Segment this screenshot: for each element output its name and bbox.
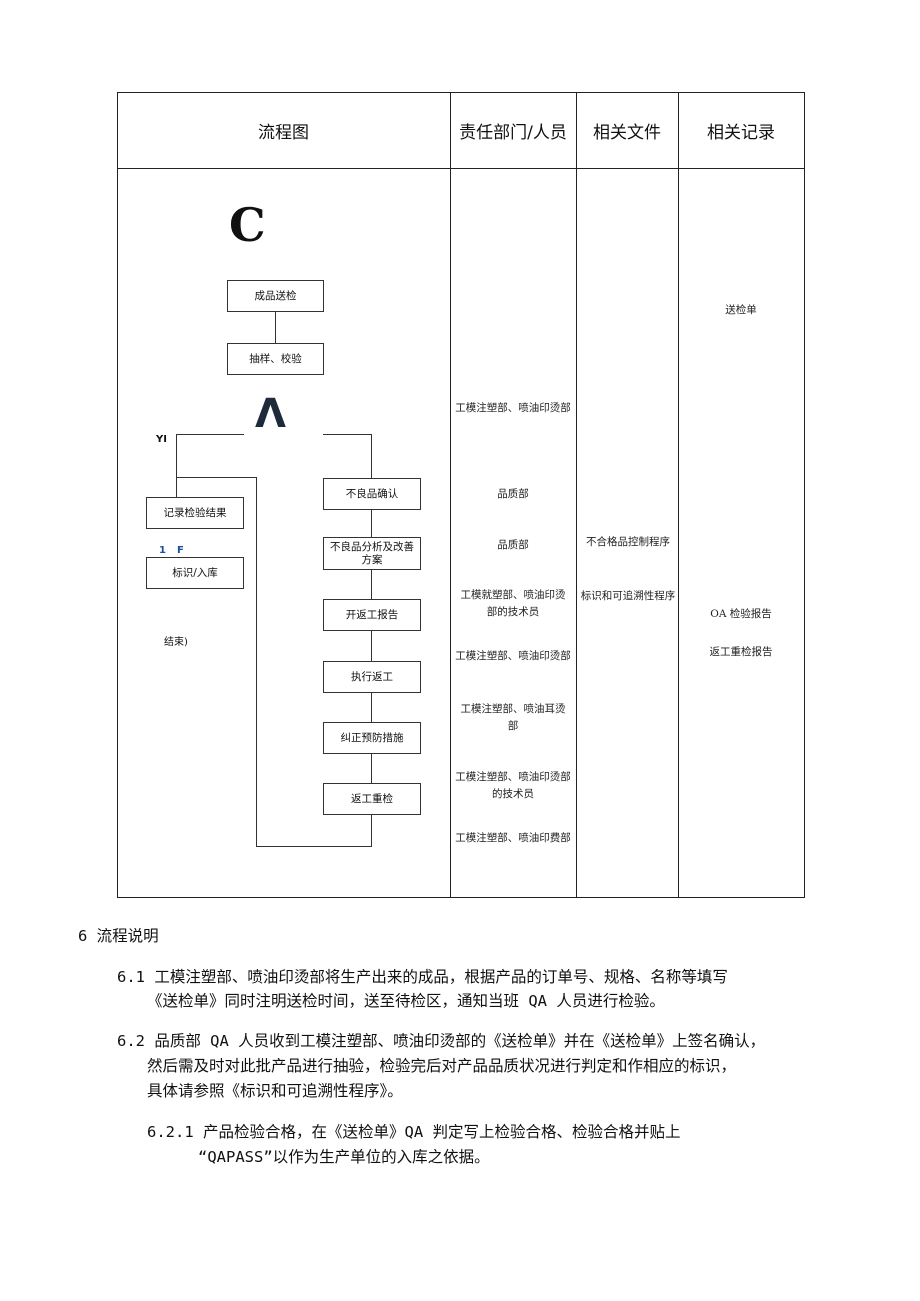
flow-box-rework-report: 开返工报告: [323, 599, 421, 631]
process-table: 流程图 责任部门/人员 相关文件 相关记录 C 成品送检 抽样、校验 Λ YI …: [117, 92, 805, 898]
flow-box-recheck: 返工重检: [323, 783, 421, 815]
paragraph-6-2-line2: 然后需及时对此批产品进行抽验，检验完后对产品品质状况进行判定和作相应的标识，: [147, 1057, 737, 1075]
record-cell: 送检单: [725, 304, 757, 316]
table-border: [117, 92, 805, 898]
flow-connector: [371, 754, 372, 783]
paragraph-6-2-1-line2: “QAPASS”以作为生产单位的入库之依据。: [198, 1148, 490, 1166]
document-cell: 标识和可追溯性程序: [580, 590, 676, 602]
section-title: 6 流程说明: [78, 927, 159, 945]
flow-connector: [176, 434, 244, 435]
record-cell: OA 检验报告: [710, 608, 772, 620]
paragraph-6-2-line1: 6.2 品质部 QA 人员收到工模注塑部、喷油印烫部的《送检单》并在《送检单》上…: [117, 1032, 766, 1050]
flow-box-confirm: 不良品确认: [323, 478, 421, 510]
end-label: 结束): [164, 637, 188, 648]
flow-box-sample: 抽样、校验: [227, 343, 324, 375]
header-divider: [117, 168, 804, 169]
flow-connector: [323, 434, 372, 435]
flow-connector: [256, 846, 372, 847]
flow-box-execute: 执行返工: [323, 661, 421, 693]
start-symbol: C: [229, 198, 266, 252]
flow-box-mark: 标识/入库: [146, 557, 244, 589]
step-label-f: F: [177, 545, 184, 556]
flow-connector: [371, 434, 372, 479]
paragraph-6-1-line1: 6.1 工模注塑部、喷油印烫部将生产出来的成品，根据产品的订单号、规格、名称等填…: [117, 968, 728, 986]
paragraph-6-2-1-line1: 6.2.1 产品检验合格，在《送检单》QA 判定写上检验合格、检验合格并贴上: [147, 1123, 681, 1141]
column-divider: [450, 92, 451, 897]
paragraph-6-2-line3: 具体请参照《标识和可追溯性程序》。: [147, 1082, 403, 1100]
column-divider: [678, 92, 679, 897]
flow-connector: [371, 570, 372, 599]
flow-box-analysis: 不良品分析及改善方案: [323, 537, 421, 570]
header-flowchart: 流程图: [258, 122, 309, 143]
header-department: 责任部门/人员: [459, 122, 567, 143]
flow-connector: [371, 815, 372, 847]
decision-symbol: Λ: [255, 391, 286, 437]
flow-connector: [371, 510, 372, 537]
department-cell: 品质部: [497, 539, 529, 551]
flow-connector: [176, 477, 256, 478]
header-documents: 相关文件: [593, 122, 661, 143]
flow-box-submit: 成品送检: [227, 280, 324, 312]
record-cell: 返工重检报告: [709, 646, 773, 658]
flow-connector: [176, 434, 177, 498]
flow-box-corrective: 纠正预防措施: [323, 722, 421, 754]
flow-connector: [371, 631, 372, 661]
flow-connector: [275, 312, 276, 343]
department-cell: 工模注塑部、喷油印烫部的技术员: [455, 771, 571, 800]
column-divider: [576, 92, 577, 897]
yes-label: YI: [156, 434, 167, 445]
flow-connector: [371, 693, 372, 722]
flow-box-record: 记录检验结果: [146, 497, 244, 529]
step-label-1: 1: [159, 545, 166, 556]
header-records: 相关记录: [707, 122, 775, 143]
department-cell: 工模注塑部、喷油耳烫部: [460, 703, 566, 732]
document-cell: 不合格品控制程序: [586, 536, 670, 548]
department-cell: 工模注塑部、喷油印烫部: [455, 650, 571, 662]
department-cell: 工模注塑部、喷油印费部: [455, 832, 571, 844]
paragraph-6-1-line2: 《送检单》同时注明送检时间，送至待检区，通知当班 QA 人员进行检验。: [147, 992, 665, 1010]
flow-connector: [256, 477, 257, 846]
department-cell: 品质部: [497, 488, 529, 500]
department-cell: 工模注塑部、喷油印烫部: [455, 402, 571, 414]
department-cell: 工模就塑部、喷油印烫部的技术员: [460, 589, 566, 618]
